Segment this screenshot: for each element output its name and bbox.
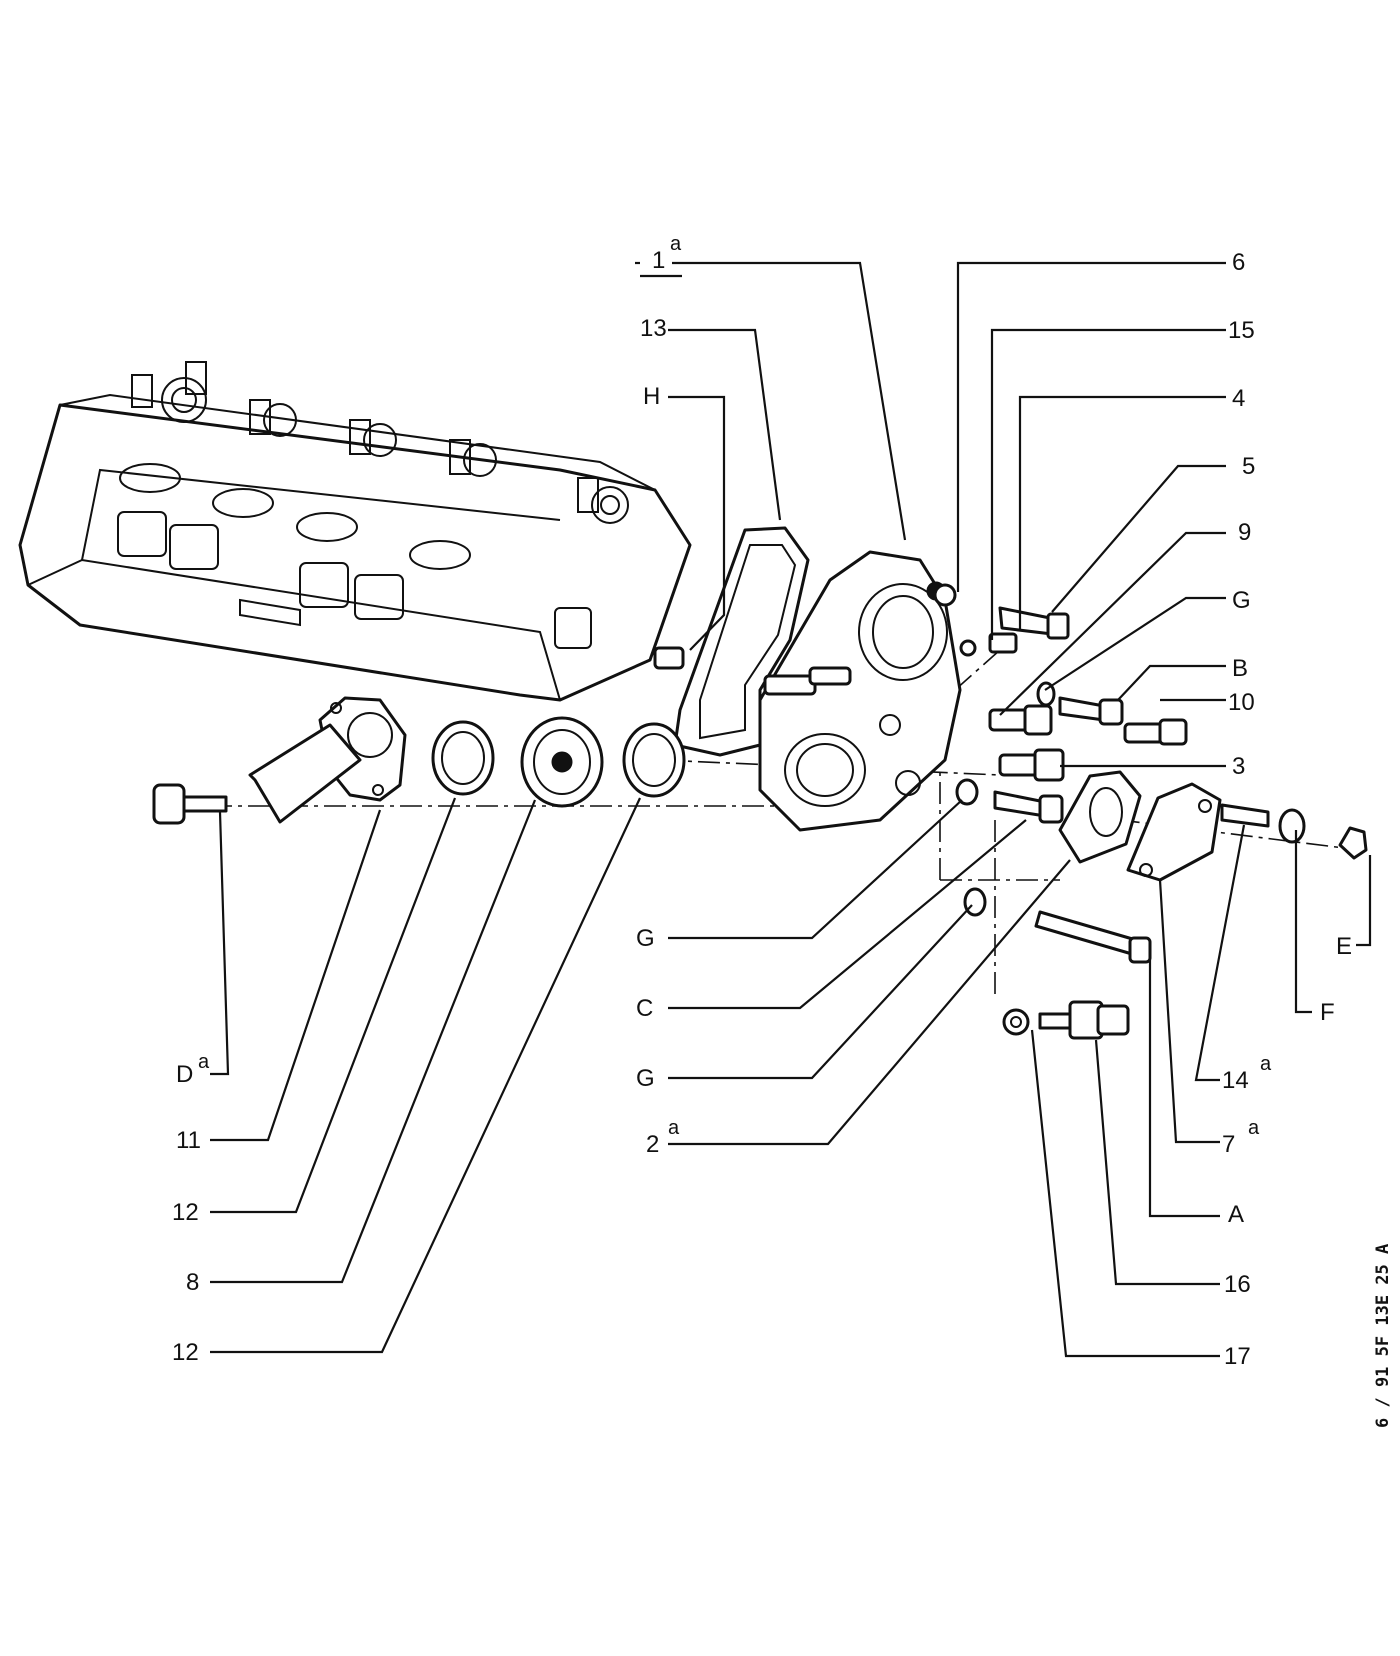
bolt-a — [1034, 910, 1152, 964]
thermostat-housing-1 — [758, 550, 962, 832]
label-a: A — [1228, 1201, 1244, 1228]
drawing-reference-code: 6 / 91 5F 13E 25 A — [1373, 1244, 1393, 1428]
label-12-right: 12 — [172, 1339, 199, 1366]
label-5: 5 — [1242, 453, 1255, 480]
label-d: D — [176, 1061, 193, 1088]
washer-17 — [1002, 1008, 1030, 1036]
label-1-sup: a — [670, 233, 682, 255]
part-labels: 1 a 13 H 6 15 4 5 9 G B 10 3 G C G 2 a E… — [172, 233, 1352, 1370]
cylinder-head — [18, 361, 692, 702]
label-g-top: G — [1232, 587, 1251, 614]
bolt-c — [993, 790, 1064, 824]
studs — [763, 666, 852, 696]
label-f: F — [1320, 999, 1335, 1026]
bolt-5 — [998, 606, 1070, 640]
sensor-3 — [998, 748, 1065, 782]
label-3: 3 — [1232, 753, 1245, 780]
label-g-mid: G — [636, 925, 655, 952]
label-4: 4 — [1232, 385, 1245, 412]
sensor-9 — [988, 704, 1053, 736]
label-13: 13 — [640, 315, 667, 342]
bolt-b — [1058, 696, 1124, 726]
outlet-elbow-11 — [248, 696, 407, 824]
washer-f — [1278, 808, 1306, 844]
label-g-low: G — [636, 1065, 655, 1092]
label-c: C — [636, 995, 653, 1022]
label-14: 14 — [1222, 1067, 1249, 1094]
nut-e — [1338, 826, 1368, 860]
plate-7 — [1126, 782, 1222, 882]
label-17: 17 — [1224, 1343, 1251, 1370]
dowel-h — [653, 646, 685, 670]
label-12-left: 12 — [172, 1199, 199, 1226]
label-9: 9 — [1238, 519, 1251, 546]
washer-g-mid — [955, 778, 979, 806]
label-10: 10 — [1228, 689, 1255, 716]
label-7: 7 — [1222, 1131, 1235, 1158]
label-6: 6 — [1232, 249, 1245, 276]
gasket-2 — [1058, 770, 1142, 864]
stud-14 — [1220, 803, 1270, 828]
label-1: 1 — [652, 247, 665, 274]
washer-15 — [959, 639, 977, 657]
washer-6 — [933, 583, 957, 607]
sensor-16 — [1038, 1000, 1130, 1040]
leader-lines — [210, 261, 1372, 1358]
washer-g-low — [963, 887, 987, 917]
bolt-4 — [988, 632, 1018, 654]
label-b: B — [1232, 655, 1248, 682]
label-7-sup: a — [1248, 1117, 1260, 1139]
label-15: 15 — [1228, 317, 1255, 344]
label-14-sup: a — [1260, 1053, 1272, 1075]
sensor-10 — [1123, 718, 1188, 746]
label-16: 16 — [1224, 1271, 1251, 1298]
label-2-sup: a — [668, 1117, 680, 1139]
gasket-13 — [673, 526, 810, 757]
label-11: 11 — [176, 1127, 201, 1154]
seal-ring-12-right — [622, 722, 686, 798]
label-8: 8 — [186, 1269, 199, 1296]
seal-ring-12-left — [431, 720, 495, 796]
thermostat-8 — [520, 716, 604, 808]
label-e: E — [1336, 933, 1352, 960]
label-2: 2 — [646, 1131, 659, 1158]
label-d-sup: a — [198, 1051, 210, 1073]
label-h: H — [643, 383, 660, 410]
bolt-d — [152, 783, 228, 825]
